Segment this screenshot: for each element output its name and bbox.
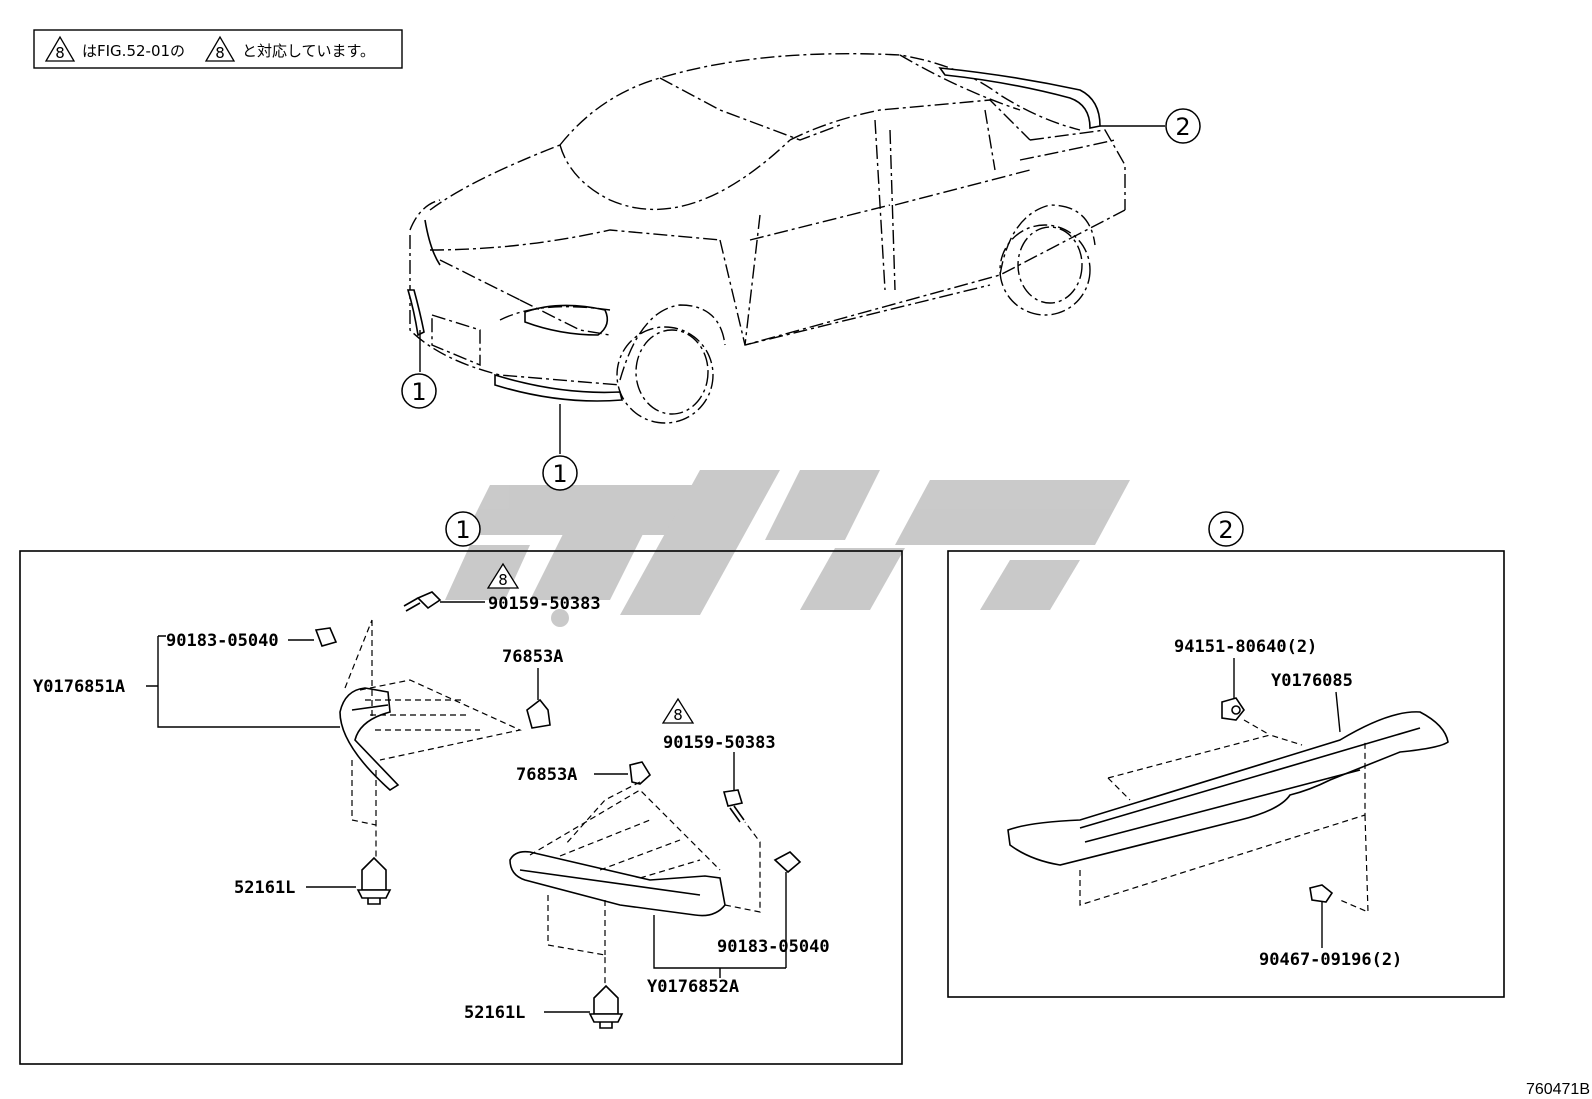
callout-2-rear: 2	[1175, 113, 1190, 141]
panel-1-callout: 1	[455, 516, 470, 544]
car-illustration	[406, 52, 1126, 424]
note-symbol: 8	[55, 44, 65, 62]
note-text-part2: と対応しています。	[242, 42, 375, 60]
rear-spoiler-part	[1007, 711, 1449, 913]
rivet-icon	[356, 856, 392, 905]
callout-1-left: 1	[411, 378, 426, 406]
rivet-icon	[588, 984, 624, 1029]
panel-2-frame	[947, 550, 1505, 998]
label-front-spoiler-rh: Y0176852A	[647, 977, 739, 997]
note-text-part1: はFIG.52-01の	[82, 42, 185, 60]
panel-rear-spoiler: 2 94151-80640(2) Y0176085 90467-09196(2)	[947, 511, 1505, 998]
clip-icon	[314, 627, 338, 647]
panel-front-spoiler: 1 8 90159-50383 90183-05040 Y0176851A	[19, 511, 903, 1065]
warning-triangle-icon	[486, 562, 520, 589]
bolt-icon	[722, 789, 745, 823]
label-bolt-top: 90159-50383	[488, 594, 601, 614]
car-callouts: 1 1 2	[401, 108, 1201, 491]
clip-icon	[526, 698, 551, 729]
label-clip-a-top: 76853A	[502, 647, 563, 667]
warning-triangle-icon	[44, 35, 76, 62]
bolt-icon	[403, 591, 442, 612]
warning-triangle-icon	[661, 697, 695, 724]
nut-icon	[1221, 697, 1245, 721]
watermark-logo	[445, 470, 1130, 627]
panel-1-frame	[19, 550, 903, 1065]
callout-circle	[401, 373, 437, 409]
clip-icon	[1309, 884, 1334, 903]
front-spoiler-lh-part	[339, 619, 522, 860]
label-front-spoiler-lh: Y0176851A	[33, 677, 125, 697]
callout-1-bottom: 1	[552, 460, 567, 488]
reference-note: 8 はFIG.52-01の 8 と対応しています。	[33, 29, 403, 69]
panel-2-callout: 2	[1218, 516, 1233, 544]
warning-symbol-mid: 8	[673, 706, 683, 724]
front-spoiler-rh-part	[509, 781, 761, 985]
clip-icon	[629, 761, 652, 785]
note-symbol: 8	[215, 44, 225, 62]
label-clip-right: 90183-05040	[717, 937, 830, 957]
label-rivet-left: 52161L	[234, 878, 295, 898]
label-clip-top: 90183-05040	[166, 631, 279, 651]
label-nut: 94151-80640(2)	[1174, 637, 1317, 657]
label-bolt-mid: 90159-50383	[663, 733, 776, 753]
label-clip: 90467-09196(2)	[1259, 950, 1402, 970]
panel-2-callout-circle	[1208, 511, 1244, 547]
figure-code: 760471B	[1526, 1081, 1590, 1098]
warning-triangle-icon	[204, 35, 236, 62]
callout-circle	[542, 455, 578, 491]
label-clip-a-mid: 76853A	[516, 765, 577, 785]
panel-1-callout-circle	[445, 511, 481, 547]
warning-symbol-top: 8	[498, 571, 508, 589]
label-rivet-bottom: 52161L	[464, 1003, 525, 1023]
callout-circle	[1165, 108, 1201, 144]
clip-icon	[773, 851, 802, 874]
label-rear-spoiler: Y0176085	[1271, 671, 1353, 691]
